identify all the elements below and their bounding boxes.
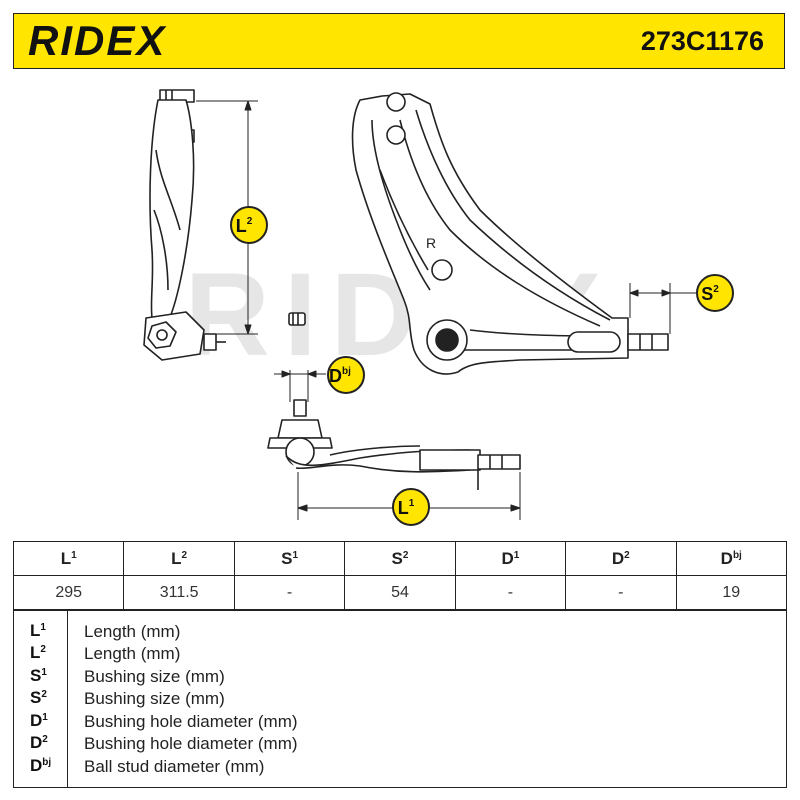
technical-drawing: RIDEX xyxy=(143,89,734,526)
legend-item: S2 Bushing size (mm) xyxy=(14,688,786,710)
legend-item: L2 Length (mm) xyxy=(14,643,786,665)
specs-value-row: 295 311.5 - 54 - - 19 xyxy=(12,575,788,610)
value-s1: - xyxy=(233,575,346,610)
legend-desc: Bushing size (mm) xyxy=(84,667,225,686)
svg-text:L2: L2 xyxy=(236,216,253,236)
side-mark: R xyxy=(426,235,436,251)
svg-text:L1: L1 xyxy=(398,498,415,518)
value-d2: - xyxy=(565,575,677,610)
value-l1: 295 xyxy=(12,575,125,610)
legend-item: D1 Bushing hole diameter (mm) xyxy=(14,711,786,733)
legend-item: L1 Length (mm) xyxy=(14,621,786,643)
brand-name: RIDEX xyxy=(28,17,167,64)
header-s2: S2 xyxy=(344,541,456,576)
legend-desc: Length (mm) xyxy=(84,644,181,663)
value-l2: 311.5 xyxy=(123,575,235,610)
legend-desc: Bushing hole diameter (mm) xyxy=(84,712,298,731)
callout-s2: S2 xyxy=(696,274,734,312)
header-d1: D1 xyxy=(454,541,567,576)
legend-desc: Bushing hole diameter (mm) xyxy=(84,734,298,753)
part-number: 273C1176 xyxy=(640,26,764,56)
value-d1: - xyxy=(454,575,567,610)
s2-dimension-line xyxy=(629,283,696,334)
legend-divider xyxy=(67,611,68,787)
legend-code: L2 xyxy=(30,643,46,662)
svg-text:Dbj: Dbj xyxy=(329,366,351,386)
legend-item: D2 Bushing hole diameter (mm) xyxy=(14,733,786,755)
legend-code: Dbj xyxy=(30,756,52,775)
header-l1: L1 xyxy=(12,541,125,576)
header-bar: RIDEX 273C1176 xyxy=(13,13,785,69)
header-s1: S1 xyxy=(233,541,346,576)
header-d2: D2 xyxy=(565,541,677,576)
header-dbj: Dbj xyxy=(675,541,788,576)
header-l2: L2 xyxy=(123,541,235,576)
bottom-view-arm xyxy=(267,399,521,490)
callout-l2: L2 xyxy=(230,206,268,244)
legend-desc: Ball stud diameter (mm) xyxy=(84,757,265,776)
legend-desc: Length (mm) xyxy=(84,622,181,641)
legend-code: S1 xyxy=(30,666,47,685)
legend-code: D1 xyxy=(30,711,48,730)
legend-box: L1 Length (mm) L2 Length (mm) S1 Bushing… xyxy=(13,610,787,788)
legend-code: L1 xyxy=(30,621,46,640)
svg-text:S2: S2 xyxy=(701,284,719,304)
legend-desc: Bushing size (mm) xyxy=(84,689,225,708)
callout-l1: L1 xyxy=(392,488,430,526)
legend-item: S1 Bushing size (mm) xyxy=(14,666,786,688)
top-view-arm: R xyxy=(351,92,669,375)
side-view-arm xyxy=(143,89,306,361)
specs-header-row: L1 L2 S1 S2 D1 D2 Dbj xyxy=(12,541,788,576)
specs-table: L1 L2 S1 S2 D1 D2 Dbj 295 311.5 - 54 - -… xyxy=(12,541,788,610)
legend-item: Dbj Ball stud diameter (mm) xyxy=(14,756,786,778)
legend-code: S2 xyxy=(30,688,47,707)
value-dbj: 19 xyxy=(675,575,788,610)
callout-dbj: Dbj xyxy=(327,356,365,394)
legend-code: D2 xyxy=(30,733,48,752)
brand-logo: RIDEX xyxy=(28,17,166,65)
dbj-dimension-line xyxy=(274,370,326,402)
value-s2: 54 xyxy=(344,575,456,610)
